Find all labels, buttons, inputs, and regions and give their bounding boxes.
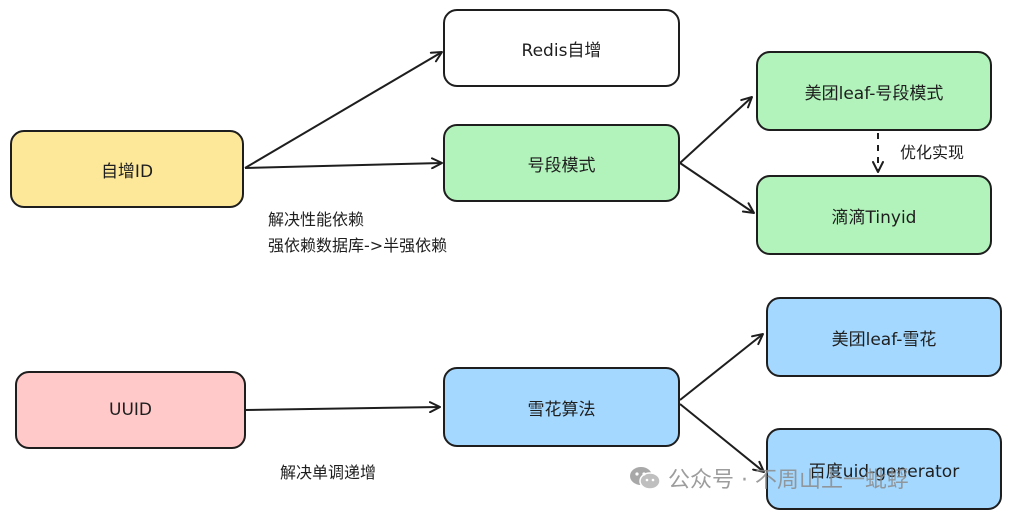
node-meituan-leaf-snowflake: 美团leaf-雪花 [766, 297, 1002, 377]
note-optimize-label: 优化实现 [900, 143, 965, 162]
edge-snowflake-to-meituan [679, 333, 764, 401]
edge-segment-to-tinyid [679, 162, 755, 214]
node-baidu-uid-generator-label: 百度uid-generator [808, 461, 960, 482]
node-baidu-uid-generator: 百度uid-generator [766, 428, 1002, 510]
watermark-text: 公众号 · 不周山上一蚍蜉 [668, 468, 909, 493]
node-snowflake-algorithm-label: 雪花算法 [527, 399, 596, 420]
node-auto-increment-id: 自增ID [10, 130, 244, 208]
edge-autoinc-to-redis [244, 51, 443, 169]
edge-snowflake-to-baidu [679, 403, 765, 473]
note-segment-benefit-line1: 解决性能依赖 [268, 210, 365, 229]
node-uuid-label: UUID [109, 400, 152, 420]
node-auto-increment-id-label: 自增ID [100, 161, 154, 182]
note-segment-benefit: 解决性能依赖 强依赖数据库->半强依赖 [268, 207, 447, 259]
node-snowflake-algorithm: 雪花算法 [443, 367, 680, 447]
node-didi-tinyid-label: 滴滴Tinyid [831, 207, 917, 228]
node-segment-mode: 号段模式 [443, 124, 680, 202]
wechat-icon [630, 467, 661, 490]
node-redis-increment-label: Redis自增 [521, 40, 602, 61]
watermark: 公众号 · 不周山上一蚍蜉 [628, 462, 909, 494]
edge-segment-to-meituan [679, 96, 753, 164]
node-didi-tinyid: 滴滴Tinyid [756, 175, 992, 255]
note-snowflake-benefit: 解决单调递增 [280, 460, 376, 486]
note-segment-benefit-line2: 强依赖数据库->半强依赖 [268, 236, 448, 255]
node-segment-mode-label: 号段模式 [527, 155, 596, 176]
node-redis-increment: Redis自增 [443, 9, 680, 87]
node-uuid: UUID [15, 371, 246, 449]
node-meituan-leaf-snowflake-label: 美团leaf-雪花 [831, 329, 937, 350]
edge-autoinc-to-segment [244, 157, 443, 170]
node-meituan-leaf-segment-label: 美团leaf-号段模式 [804, 83, 944, 104]
node-meituan-leaf-segment: 美团leaf-号段模式 [756, 51, 992, 131]
note-optimize: 优化实现 [900, 140, 964, 166]
note-snowflake-benefit-label: 解决单调递增 [280, 463, 377, 482]
edge-uuid-to-snowflake [244, 401, 441, 414]
